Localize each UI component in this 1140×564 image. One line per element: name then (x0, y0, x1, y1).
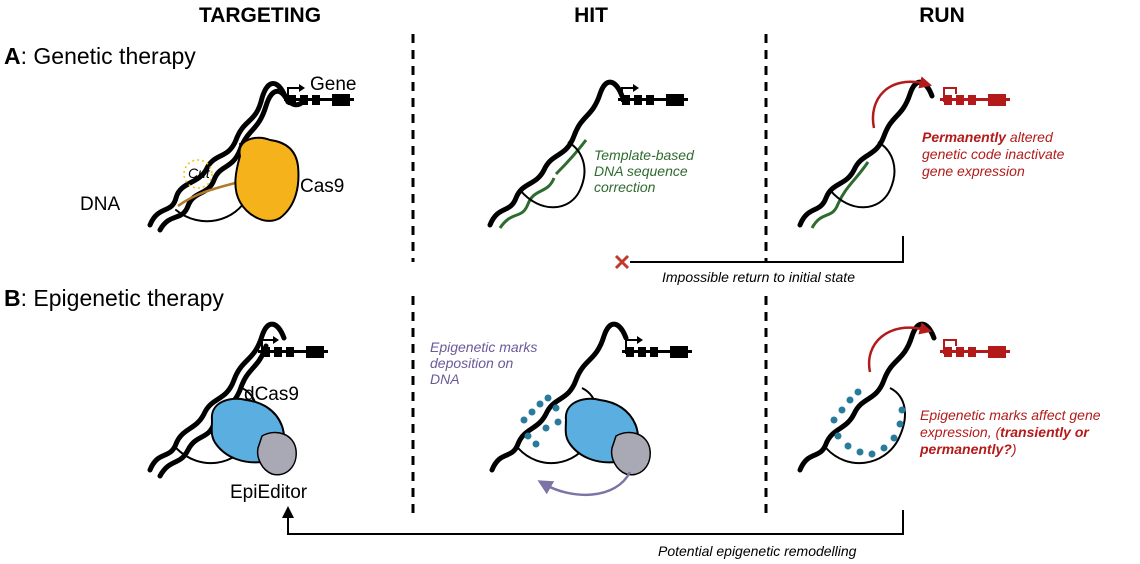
header-hit: HIT (574, 4, 608, 27)
gene-track-targeting-b (257, 335, 329, 359)
panel-b-hit: Epigenetic marks deposition on DNA (430, 321, 693, 497)
cut-label: Cut (188, 165, 211, 181)
run-a-note: Permanently altered genetic code inactiv… (922, 129, 1068, 179)
hit-a-note: Template-based DNA sequence correction (594, 147, 698, 195)
gene-track-hit-b (621, 335, 693, 359)
epigenetic-marks-run (830, 388, 906, 458)
panel-b-targeting: dCas9 EpiEditor (147, 321, 329, 503)
cut-burst-icon (183, 159, 213, 189)
header-targeting: TARGETING (199, 4, 321, 27)
gene-track-run-b (939, 339, 1011, 359)
gene-label: Gene (310, 74, 356, 95)
cas9-protein (234, 136, 300, 222)
header-run: RUN (919, 4, 965, 27)
panel-b-run: Epigenetic marks affect gene expression,… (797, 321, 1104, 473)
panel-b-title: B: Epigenetic therapy (4, 285, 224, 311)
epieditor-protein (256, 431, 297, 476)
panel-a-hit: Template-based DNA sequence correction (487, 79, 698, 229)
dna-label: DNA (80, 194, 120, 215)
panel-a-targeting: Cut Gene DNA Cas9 (80, 74, 356, 233)
impossible-return-label: Impossible return to initial state (662, 269, 855, 285)
impossible-return-arrow: Impossible return to initial state (614, 236, 904, 285)
return-arrow-icon: Potential epigenetic remodelling (282, 506, 904, 559)
dcas9-label: dCas9 (244, 384, 299, 405)
panel-a-run: Permanently altered genetic code inactiv… (797, 76, 1068, 229)
run-b-note: Epigenetic marks affect gene expression,… (919, 407, 1104, 457)
panel-a-title: A: Genetic therapy (4, 43, 196, 69)
epieditor-protein-hit (610, 431, 651, 476)
cas9-label: Cas9 (300, 176, 344, 197)
epieditor-label: EpiEditor (230, 482, 308, 503)
gene-track-hit-a (617, 83, 689, 107)
epigenetic-marks (520, 394, 562, 448)
gene-track-run-a (939, 87, 1011, 107)
cross-mark-icon (614, 254, 630, 270)
hit-b-note: Epigenetic marks deposition on DNA (430, 339, 541, 387)
remodelling-label: Potential epigenetic remodelling (658, 543, 857, 559)
